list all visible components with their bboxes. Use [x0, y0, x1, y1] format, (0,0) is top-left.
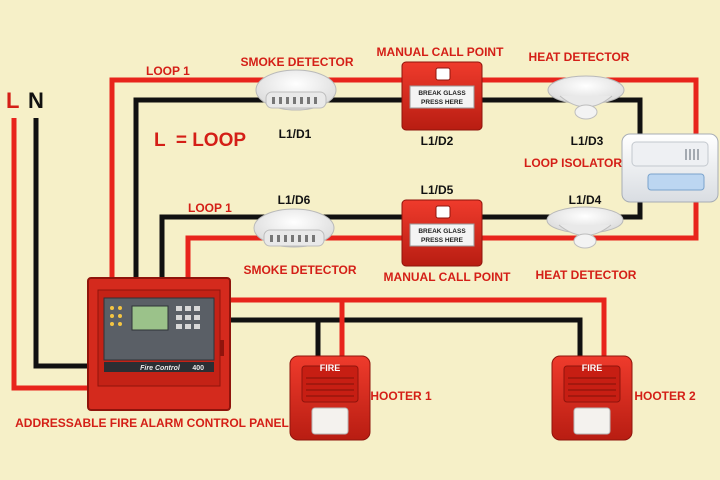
smoke-detector-bottom	[253, 208, 335, 248]
manual-call-point-bottom-name: MANUAL CALL POINT	[384, 270, 512, 284]
mcp-top-face-line2: PRESS HERE	[421, 99, 464, 106]
heat-detector-top-address: L1/D3	[571, 134, 604, 148]
smoke-detector-top-address: L1/D1	[279, 127, 312, 141]
panel-door-handle	[220, 340, 224, 356]
manual-call-point-top: BREAK GLASS PRESS HERE	[401, 61, 483, 131]
mcp-bottom-face-line1: BREAK GLASS	[418, 228, 466, 235]
manual-call-point-bottom: BREAK GLASS PRESS HERE	[401, 199, 483, 267]
fire-alarm-control-panel: Fire Control 400	[87, 277, 231, 411]
mcp-top-face-line1: BREAK GLASS	[418, 90, 466, 97]
hooter-1-strobe	[311, 407, 349, 435]
hand-icon	[435, 67, 451, 81]
smoke-detector-bottom-address: L1/D6	[278, 193, 311, 207]
loop-legend: L = LOOP	[154, 130, 246, 151]
isolator-label-plate	[647, 173, 705, 191]
loop-isolator-name: LOOP ISOLATOR	[524, 156, 622, 170]
supply-neutral-wire	[33, 118, 92, 369]
smoke-detector-bottom-name: SMOKE DETECTOR	[243, 263, 356, 277]
loop-bottom-neutral-wire	[159, 202, 643, 282]
supply-live-label: L	[6, 88, 19, 113]
heat-detector-top	[547, 75, 625, 120]
smoke-detector-top	[255, 69, 337, 111]
panel-lcd-screen	[131, 305, 169, 331]
hooter-live-wire	[228, 297, 607, 360]
hooter-neutral-wire	[228, 317, 583, 360]
hand-icon	[435, 205, 451, 219]
heat-detector-bottom-name: HEAT DETECTOR	[536, 268, 637, 282]
loop-bottom-label: LOOP 1	[188, 201, 232, 215]
panel-badge: Fire Control	[140, 365, 181, 372]
hooter-2-face-text: FIRE	[582, 363, 603, 373]
loop-isolator	[621, 133, 719, 203]
supply-neutral-label: N	[28, 88, 44, 113]
manual-call-point-bottom-address: L1/D5	[421, 183, 454, 197]
hooter-1-name: HOOTER 1	[370, 389, 432, 403]
heat-detector-bottom-address: L1/D4	[569, 193, 602, 207]
loop-top-label: LOOP 1	[146, 64, 190, 78]
loop-top-neutral-wire	[133, 97, 643, 282]
heat-detector-top-name: HEAT DETECTOR	[529, 50, 630, 64]
supply-live-wire	[11, 118, 92, 391]
panel-badge-strip	[104, 362, 214, 372]
hooter-2-name: HOOTER 2	[634, 389, 696, 403]
manual-call-point-top-name: MANUAL CALL POINT	[377, 45, 505, 59]
smoke-detector-top-name: SMOKE DETECTOR	[240, 55, 353, 69]
panel-keypad	[176, 306, 200, 329]
mcp-bottom-face-line2: PRESS HERE	[421, 237, 464, 244]
hooter-1-face-text: FIRE	[320, 363, 341, 373]
hooter-1: FIRE	[289, 355, 371, 441]
hooter-2: FIRE	[551, 355, 633, 441]
manual-call-point-top-address: L1/D2	[421, 134, 454, 148]
control-panel-name: ADDRESSABLE FIRE ALARM CONTROL PANEL	[15, 416, 289, 430]
hooter-2-strobe	[573, 407, 611, 435]
heat-detector-bottom	[546, 206, 624, 249]
panel-model: 400	[192, 365, 204, 372]
